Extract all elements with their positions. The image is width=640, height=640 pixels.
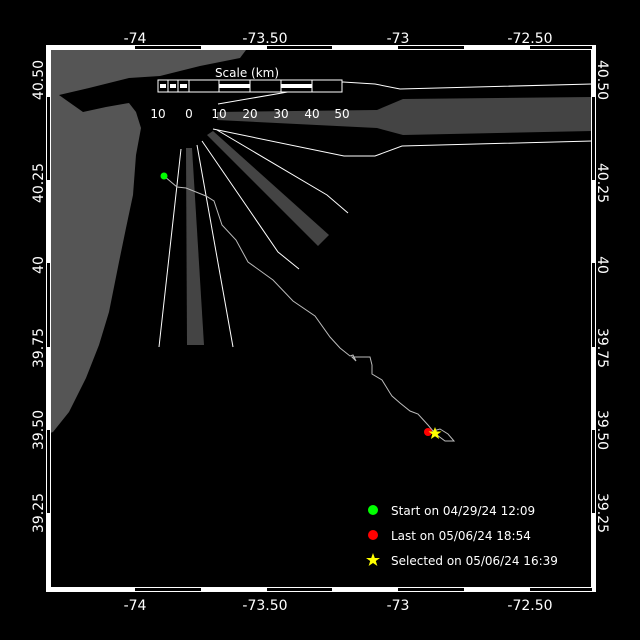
scale-label: 30 — [273, 107, 288, 121]
frame-segment — [46, 588, 135, 592]
glider-track — [163, 175, 456, 442]
lat-label-left: 39.25 — [31, 493, 47, 533]
lon-label-bottom: -72.50 — [507, 598, 552, 614]
scale-label: 50 — [334, 107, 349, 121]
frame-segment — [46, 347, 50, 430]
scale-label: 40 — [304, 107, 319, 121]
frame-segment — [50, 49, 592, 588]
frame-segment — [464, 45, 530, 49]
frame-segment — [46, 45, 135, 49]
scale-label: 0 — [185, 107, 193, 121]
frame-segment — [592, 513, 596, 592]
lat-label-left: 39.75 — [31, 328, 47, 368]
frame-segment — [592, 347, 596, 430]
lane-line — [216, 129, 349, 214]
legend-start-label: Start on 04/29/24 12:09 — [391, 504, 535, 518]
shipping-lane-east — [217, 97, 592, 135]
start-marker[interactable] — [160, 172, 168, 180]
frame-segment — [201, 45, 267, 49]
legend-start-icon — [368, 505, 378, 515]
lon-label-bottom: -73.50 — [242, 598, 287, 614]
frame-segment — [46, 45, 596, 592]
lane-line — [158, 148, 182, 348]
lane-line — [342, 81, 593, 90]
frame-segment — [464, 588, 530, 592]
lane-line — [212, 128, 593, 157]
legend: Start on 04/29/24 12:09 Last on 05/06/24… — [366, 504, 558, 568]
frame-segment — [46, 45, 50, 97]
land-coastline — [50, 50, 246, 433]
frame-segment — [332, 588, 398, 592]
legend-last-label: Last on 05/06/24 18:54 — [391, 529, 531, 543]
lat-label-right: 39.50 — [594, 410, 610, 450]
last-marker[interactable] — [424, 428, 432, 436]
lon-label-bottom: -74 — [124, 598, 147, 614]
frame-segment — [201, 588, 267, 592]
scale-bar: Scale (km) 10 0 10 20 30 40 50 — [150, 66, 349, 121]
frame-segment — [332, 45, 398, 49]
scale-label: 10 — [211, 107, 226, 121]
frame-segment — [46, 180, 50, 263]
lane-line — [201, 140, 300, 270]
lat-label-right: 40 — [594, 256, 610, 274]
shipping-lane-south — [186, 148, 204, 345]
lat-label-left: 39.50 — [31, 410, 47, 450]
frame-segment — [592, 45, 596, 97]
scale-title: Scale (km) — [215, 66, 279, 80]
lane-line — [196, 144, 234, 348]
selected-star-marker[interactable] — [428, 427, 442, 439]
map-frame — [46, 45, 596, 592]
lat-label-right: 40.50 — [594, 60, 610, 100]
shipping-lane-southeast — [207, 131, 329, 246]
lon-label-top: -72.50 — [507, 31, 552, 47]
scale-label: 20 — [242, 107, 257, 121]
lon-label-top: -73.50 — [242, 31, 287, 47]
legend-selected-label: Selected on 05/06/24 16:39 — [391, 554, 558, 568]
lat-label-left: 40 — [31, 256, 47, 274]
lon-label-bottom: -73 — [387, 598, 410, 614]
lat-label-left: 40.50 — [31, 60, 47, 100]
lane-boundaries — [158, 81, 593, 348]
lat-label-right: 39.75 — [594, 328, 610, 368]
lon-label-top: -73 — [387, 31, 410, 47]
lat-label-right: 40.25 — [594, 163, 610, 203]
lat-label-right: 39.25 — [594, 493, 610, 533]
legend-last-icon — [368, 530, 378, 540]
frame-segment — [46, 513, 50, 592]
frame-segment — [592, 180, 596, 263]
scale-label: 10 — [150, 107, 165, 121]
lat-label-left: 40.25 — [31, 163, 47, 203]
legend-star-icon — [366, 553, 380, 566]
lon-label-top: -74 — [124, 31, 147, 47]
